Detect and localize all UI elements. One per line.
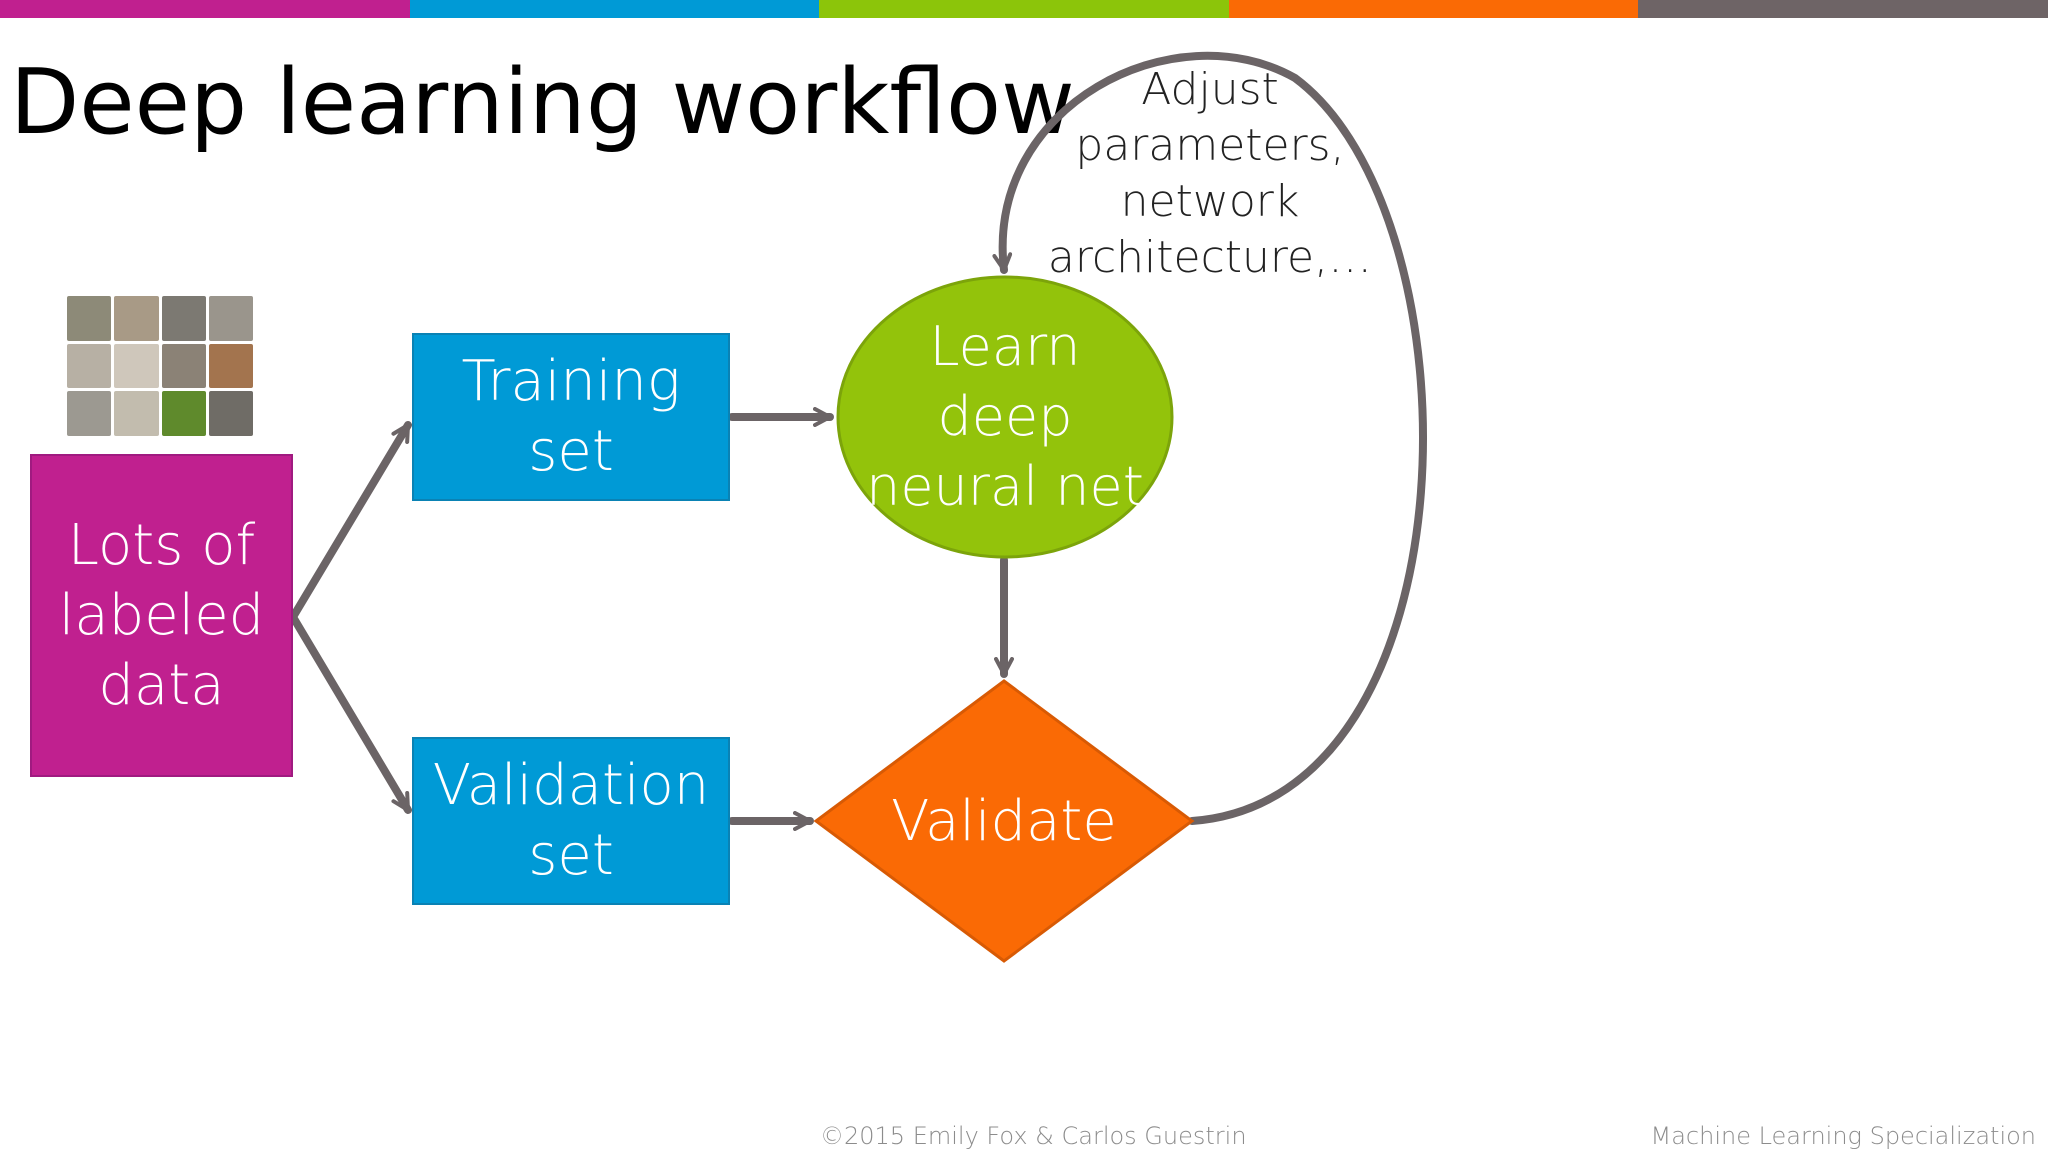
cat-thumbnail [161, 391, 206, 436]
labeled-data-label: Lots of labeled data [58, 512, 265, 718]
cat-thumbnail [114, 391, 159, 436]
arrow-data-to-training [289, 421, 412, 621]
labeled-data-node: Lots of labeled data [30, 454, 293, 777]
arrow-data-to-validation [289, 613, 412, 814]
feedback-loop-label: Adjust parameters, network architecture,… [1047, 64, 1373, 283]
learn-node-shape [836, 275, 1174, 559]
top-color-bar [0, 0, 2048, 18]
cat-photo-grid-icon [67, 296, 253, 436]
cat-thumbnail [161, 343, 206, 389]
cat-thumbnail [67, 343, 112, 389]
arrow-feedback-loop [992, 51, 1427, 825]
top-bar-segment-blue [409, 0, 820, 18]
validation-set-label: Validation set [432, 753, 710, 888]
cat-thumbnail [161, 296, 206, 341]
top-bar-segment-green [819, 0, 1229, 18]
cat-thumbnail [208, 391, 253, 436]
learn-node-label: Learn deep neural net [866, 315, 1144, 518]
cat-thumbnail [114, 296, 159, 341]
cat-thumbnail [67, 296, 112, 341]
top-bar-segment-gray [1638, 0, 2048, 18]
slide-title: Deep learning workflow [10, 50, 1075, 155]
footer-credit: ©2015 Emily Fox & Carlos Guestrin [820, 1122, 1247, 1150]
validate-node-shape [813, 679, 1195, 963]
validation-set-node: Validation set [412, 737, 730, 905]
training-set-label: Training set [461, 349, 681, 484]
cat-thumbnail [208, 343, 253, 389]
footer-course: Machine Learning Specialization [1650, 1122, 2037, 1150]
validate-node: Validate [816, 681, 1192, 961]
top-bar-segment-orange [1228, 0, 1639, 18]
learn-deep-neural-net-node: Learn deep neural net [838, 277, 1172, 557]
cat-thumbnail [114, 343, 159, 389]
training-set-node: Training set [412, 333, 730, 501]
validate-node-label: Validate [891, 788, 1117, 854]
top-bar-segment-magenta [0, 0, 410, 18]
cat-thumbnail [208, 296, 253, 341]
cat-thumbnail [67, 391, 112, 436]
